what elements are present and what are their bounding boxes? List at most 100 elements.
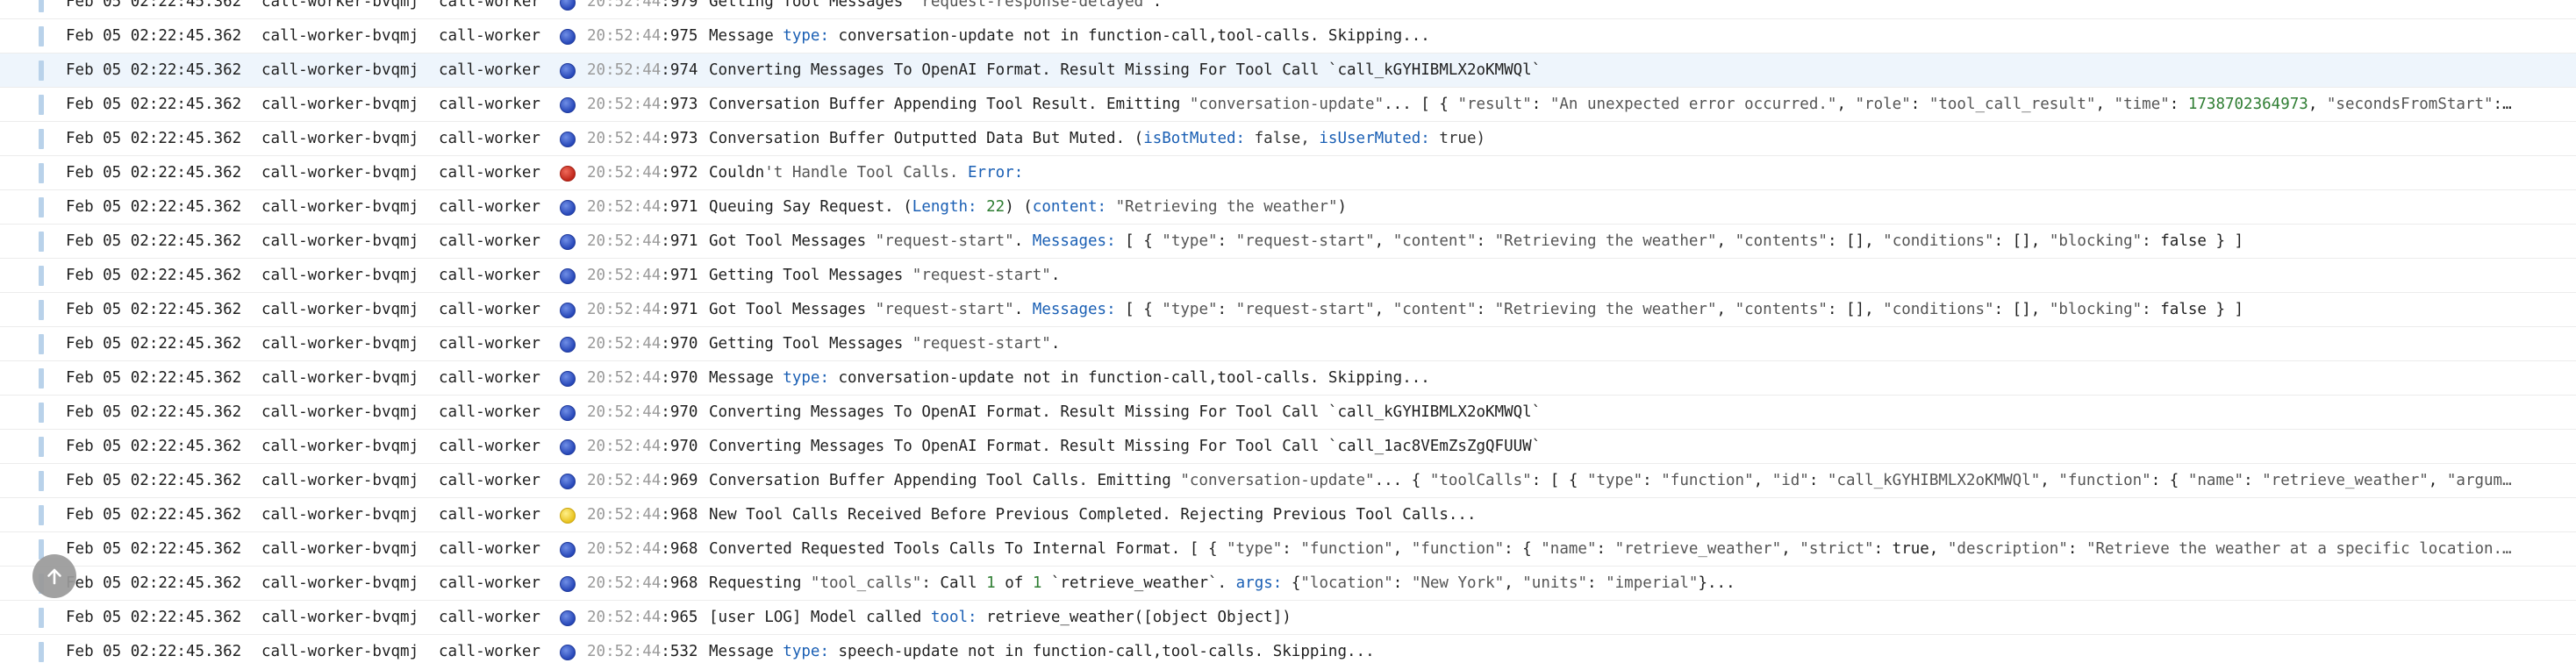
log-message-segment: true) — [1429, 130, 1486, 147]
log-message-segment: content: — [1032, 198, 1107, 216]
scroll-to-top-button[interactable] — [32, 554, 76, 598]
row-expand-handle[interactable] — [39, 0, 44, 12]
log-message-segment: . — [1013, 301, 1033, 318]
log-time: 20:52:44:970 — [587, 327, 698, 360]
log-timestamp: Feb 05 02:22:45.362 — [66, 0, 242, 11]
row-expand-handle[interactable] — [39, 471, 44, 491]
log-pod: call-worker-bvqmj — [261, 506, 419, 524]
info-level-dot-icon — [560, 29, 576, 45]
log-timestamp: Feb 05 02:22:45.362 — [66, 369, 242, 387]
log-time-ms: :532 — [661, 643, 698, 660]
row-expand-handle[interactable] — [39, 95, 44, 115]
row-expand-handle[interactable] — [39, 26, 44, 46]
row-expand-handle[interactable] — [39, 368, 44, 389]
log-message-segment: ... { — [1374, 472, 1430, 489]
log-time-hms: 20:52:44 — [587, 96, 662, 113]
log-time-hms: 20:52:44 — [587, 472, 662, 489]
log-message-segment: [ { — [1115, 301, 1163, 318]
log-time-ms: :969 — [661, 472, 698, 489]
row-expand-handle[interactable] — [39, 129, 44, 149]
log-time-hms: 20:52:44 — [587, 301, 662, 318]
log-time: 20:52:44:968 — [587, 532, 698, 566]
log-message-segment: : [ { — [1531, 472, 1587, 489]
log-time: 20:52:44:979 — [587, 0, 698, 18]
log-message-segment: : — [1596, 540, 1615, 558]
log-message-segment: : Call — [921, 574, 987, 592]
row-expand-handle[interactable] — [39, 403, 44, 423]
log-time-hms: 20:52:44 — [587, 403, 662, 421]
log-time: 20:52:44:972 — [587, 156, 698, 189]
log-message-segment: Message — [709, 27, 784, 45]
log-message-segment: : — [1587, 574, 1606, 592]
row-expand-handle[interactable] — [39, 197, 44, 217]
log-message-segment — [977, 198, 987, 216]
log-time: 20:52:44:973 — [587, 88, 698, 121]
log-time: 20:52:44:969 — [587, 464, 698, 497]
log-message-segment: "Retrieve the weather at a specific loca… — [2086, 540, 2512, 558]
log-message-segment: Got Tool Messages — [709, 301, 876, 318]
row-expand-handle[interactable] — [39, 334, 44, 354]
row-expand-handle[interactable] — [39, 642, 44, 662]
row-expand-handle[interactable] — [39, 300, 44, 320]
row-expand-handle[interactable] — [39, 61, 44, 81]
log-message-segment: "request-start" — [1235, 232, 1375, 250]
log-message-segment: retrieve_weather([object Object]) — [977, 609, 1292, 626]
log-time-ms: :971 — [661, 232, 698, 250]
log-timestamp: Feb 05 02:22:45.362 — [66, 198, 242, 216]
log-container: call-worker — [439, 0, 540, 11]
row-expand-handle[interactable] — [39, 539, 44, 560]
log-message-segment: of — [995, 574, 1033, 592]
log-time-ms: :973 — [661, 96, 698, 113]
row-expand-handle[interactable] — [39, 505, 44, 525]
log-timestamp: Feb 05 02:22:45.362 — [66, 267, 242, 284]
log-message-segment: 1 — [986, 574, 996, 592]
log-message: Converting Messages To OpenAI Format. Re… — [709, 430, 2534, 463]
log-message-segment: : false } ] — [2142, 232, 2244, 250]
log-message-segment: Conversation Buffer Outputted Data But M… — [709, 130, 1144, 147]
log-message-segment: , — [2308, 96, 2327, 113]
log-container: call-worker — [439, 301, 540, 318]
log-pod: call-worker-bvqmj — [261, 574, 419, 592]
log-message: Converted Requested Tools Calls To Inter… — [709, 532, 2534, 566]
log-message-segment: [user LOG] Model called — [709, 609, 931, 626]
log-time: 20:52:44:973 — [587, 122, 698, 155]
log-message-segment: : — [1217, 232, 1236, 250]
log-message-segment: Got Tool Messages — [709, 232, 876, 250]
arrow-up-icon — [47, 568, 61, 585]
log-time: 20:52:44:965 — [587, 601, 698, 634]
row-expand-handle[interactable] — [39, 437, 44, 457]
log-message-segment: "units" — [1522, 574, 1588, 592]
log-time-ms: :972 — [661, 164, 698, 182]
log-timestamp: Feb 05 02:22:45.362 — [66, 96, 242, 113]
row-expand-handle[interactable] — [39, 232, 44, 252]
log-message-segment: : — [1642, 472, 1662, 489]
log-pod: call-worker-bvqmj — [261, 96, 419, 113]
row-expand-handle[interactable] — [39, 266, 44, 286]
log-message-segment: "function" — [1661, 472, 1754, 489]
log-message-segment: "description" — [1947, 540, 2068, 558]
row-expand-handle[interactable] — [39, 163, 44, 183]
info-level-dot-icon — [560, 63, 576, 79]
row-expand-handle[interactable] — [39, 608, 44, 628]
log-message-segment: "id" — [1771, 472, 1809, 489]
